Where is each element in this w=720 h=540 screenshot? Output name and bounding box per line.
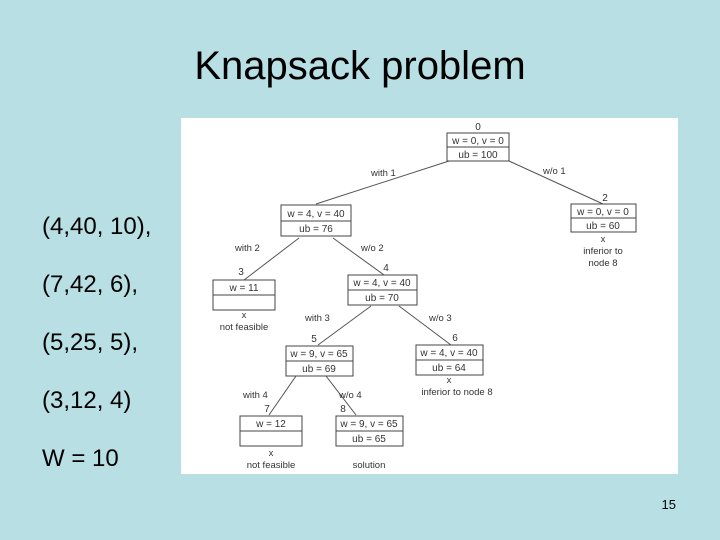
node-4-number: 4 — [383, 263, 389, 274]
node-6-upper-bound: ub = 64 — [432, 363, 466, 374]
node-5-weight-value: w = 9, v = 65 — [289, 349, 348, 360]
edge-label-without-3: w/o 3 — [428, 313, 452, 324]
node-8-solution-note: solution — [353, 460, 386, 471]
edge-0-2 — [508, 160, 604, 205]
node-0-upper-bound: ub = 100 — [458, 150, 498, 161]
slide-title: Knapsack problem — [194, 44, 526, 88]
node-6-prune-mark: x — [447, 375, 452, 386]
item-3: (5,25, 5), — [42, 329, 139, 356]
item-list: (4,40, 10), (7,42, 6), (5,25, 5), (3,12,… — [42, 198, 151, 488]
node-7-weight: w = 12 — [255, 419, 286, 430]
node-8-upper-bound: ub = 65 — [352, 434, 386, 445]
edge-4-6 — [398, 305, 452, 346]
node-1-weight-value: w = 4, v = 40 — [286, 209, 345, 220]
edge-1-3 — [243, 237, 300, 281]
edge-0-1 — [315, 160, 450, 205]
tree-node-0: 0 w = 0, v = 0 ub = 100 — [446, 122, 510, 162]
item-1: (4,40, 10), — [42, 213, 152, 240]
state-space-tree-figure: with 1 w/o 1 with 2 w/o 2 with 3 w/o 3 w… — [181, 118, 678, 474]
edge-label-with-3: with 3 — [304, 313, 330, 324]
edge-label-with-4: with 4 — [242, 390, 268, 401]
edge-1-4 — [332, 237, 385, 276]
edge-4-5 — [317, 305, 372, 346]
node-3-note: not feasible — [220, 322, 269, 333]
tree-node-7: 7 w = 12 x not feasible — [239, 404, 303, 471]
node-2-number: 2 — [602, 193, 608, 204]
node-6-number: 6 — [452, 333, 458, 344]
tree-node-5: 5 w = 9, v = 65 ub = 69 — [285, 334, 354, 377]
node-1-upper-bound: ub = 76 — [299, 224, 333, 235]
tree-node-2: 2 w = 0, v = 0 ub = 60 x inferior to nod… — [570, 193, 637, 269]
node-5-number: 5 — [311, 334, 317, 345]
tree-node-1: w = 4, v = 40 ub = 76 — [280, 204, 352, 237]
tree-node-8: 8 w = 9, v = 65 ub = 65 solution — [335, 404, 404, 471]
node-6-note: inferior to node 8 — [421, 387, 492, 398]
capacity-label: W = 10 — [42, 445, 119, 472]
node-8-weight-value: w = 9, v = 65 — [339, 419, 398, 430]
edge-label-without-1: w/o 1 — [542, 166, 566, 177]
state-space-tree: with 1 w/o 1 with 2 w/o 2 with 3 w/o 3 w… — [212, 122, 637, 471]
edge-label-without-4: w/o 4 — [338, 390, 362, 401]
node-2-prune-mark: x — [601, 234, 606, 245]
edge-label-with-1: with 1 — [370, 168, 396, 179]
node-0-weight-value: w = 0, v = 0 — [451, 136, 504, 147]
node-0-number: 0 — [475, 122, 481, 133]
node-6-weight-value: w = 4, v = 40 — [419, 348, 478, 359]
node-3-number: 3 — [238, 267, 244, 278]
tree-node-3: 3 w = 11 x not feasible — [212, 267, 276, 333]
node-2-upper-bound: ub = 60 — [586, 221, 620, 232]
node-7-number: 7 — [264, 404, 270, 415]
edge-label-with-2: with 2 — [234, 243, 260, 254]
node-2-note-line-1: inferior to — [583, 246, 623, 257]
node-2-weight-value: w = 0, v = 0 — [576, 207, 629, 218]
node-8-number: 8 — [340, 404, 346, 415]
node-7-prune-mark: x — [269, 448, 274, 459]
node-4-upper-bound: ub = 70 — [365, 293, 399, 304]
edge-5-7 — [268, 375, 297, 416]
node-3-weight: w = 11 — [229, 283, 259, 294]
tree-node-4: 4 w = 4, v = 40 ub = 70 — [347, 263, 418, 306]
tree-node-6: 6 w = 4, v = 40 ub = 64 x inferior to no… — [415, 333, 493, 398]
node-4-weight-value: w = 4, v = 40 — [352, 278, 411, 289]
item-4: (3,12, 4) — [42, 387, 132, 414]
node-5-upper-bound: ub = 69 — [302, 364, 336, 375]
page-number: 15 — [661, 497, 676, 512]
item-2: (7,42, 6), — [42, 271, 139, 298]
node-7-note: not feasible — [247, 460, 296, 471]
node-3-prune-mark: x — [242, 310, 247, 321]
edge-5-8 — [325, 375, 357, 416]
node-2-note-line-2: node 8 — [588, 258, 617, 269]
edge-label-without-2: w/o 2 — [360, 243, 384, 254]
